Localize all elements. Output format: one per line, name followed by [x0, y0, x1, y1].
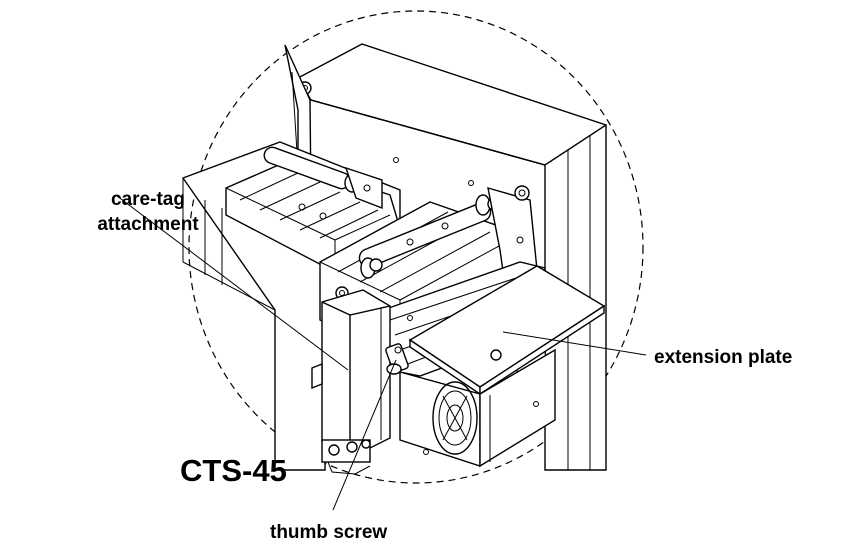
- machine-drawing: [181, 43, 607, 475]
- thumb-screw-leader: [332, 359, 397, 511]
- model-label: CTS-45: [180, 453, 287, 488]
- care-tag-label-line1: care-tag: [111, 189, 185, 210]
- thumb-screw: [385, 343, 409, 375]
- care-tag-attachment: [321, 289, 391, 459]
- care-tag-leader: [116, 195, 349, 371]
- extension-plate-leader: [502, 331, 647, 356]
- detail-circle: [188, 10, 644, 484]
- care-tag-label-line2: attachment: [97, 214, 199, 235]
- extension-plate-label: extension plate: [654, 347, 792, 368]
- thumb-screw-label: thumb screw: [270, 522, 387, 543]
